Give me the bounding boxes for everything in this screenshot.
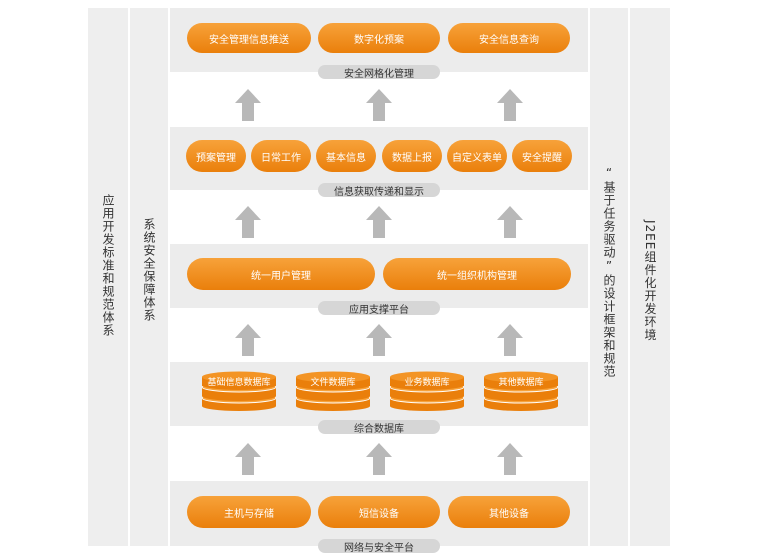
left-column-security: 系统安全保障体系 [130,8,168,546]
up-arrow-icon [497,206,523,238]
right-column-j2ee: J2EE组件化开发环境 [630,8,670,546]
app-item-org-mgmt: 统一组织机构管理 [383,258,571,290]
security-column-label: 系统安全保障体系 [142,218,156,322]
up-arrow-icon [235,443,261,475]
app-item-user-mgmt: 统一用户管理 [187,258,375,290]
top-item-query: 安全信息查询 [448,23,570,53]
info-item-plan-mgmt: 预案管理 [186,140,246,172]
up-arrow-icon [366,89,392,121]
task-framework-column-label: “基于任务驱动”的设计框架和规范 [602,166,616,378]
app-layer-label: 应用支撑平台 [318,301,440,316]
up-arrow-icon [497,324,523,356]
net-item-other: 其他设备 [448,496,570,528]
database-icon: 文件数据库 [295,371,371,411]
info-layer-label: 信息获取传递和显示 [318,183,440,198]
up-arrow-icon [366,324,392,356]
right-column-task-framework: “基于任务驱动”的设计框架和规范 [590,8,628,546]
up-arrow-icon [497,89,523,121]
db-layer-label: 综合数据库 [318,420,440,435]
db-item-other: 其他数据库 [498,378,544,388]
net-item-sms: 短信设备 [318,496,440,528]
up-arrow-icon [235,89,261,121]
net-item-host-storage: 主机与存储 [187,496,311,528]
up-arrow-icon [235,206,261,238]
db-item-file: 文件数据库 [310,378,356,388]
top-item-push: 安全管理信息推送 [187,23,311,53]
db-item-business: 业务数据库 [404,378,450,388]
up-arrow-icon [497,443,523,475]
info-item-daily-work: 日常工作 [251,140,311,172]
standards-column-label: 应用开发标准和规范体系 [101,194,115,337]
info-item-safety-alert: 安全提醒 [512,140,572,172]
db-item-basic: 基础信息数据库 [207,378,271,388]
database-icon: 其他数据库 [483,371,559,411]
up-arrow-icon [235,324,261,356]
net-layer-label: 网络与安全平台 [318,539,440,554]
j2ee-column-label: J2EE组件化开发环境 [643,220,657,342]
info-item-data-report: 数据上报 [382,140,442,172]
top-layer-label: 安全网格化管理 [318,65,440,80]
top-item-plan: 数字化预案 [318,23,440,53]
database-icon: 业务数据库 [389,371,465,411]
up-arrow-icon [366,443,392,475]
info-item-custom-form: 自定义表单 [447,140,507,172]
left-column-standards: 应用开发标准和规范体系 [88,8,128,546]
database-icon: 基础信息数据库 [201,371,277,411]
info-item-basic-info: 基本信息 [316,140,376,172]
up-arrow-icon [366,206,392,238]
